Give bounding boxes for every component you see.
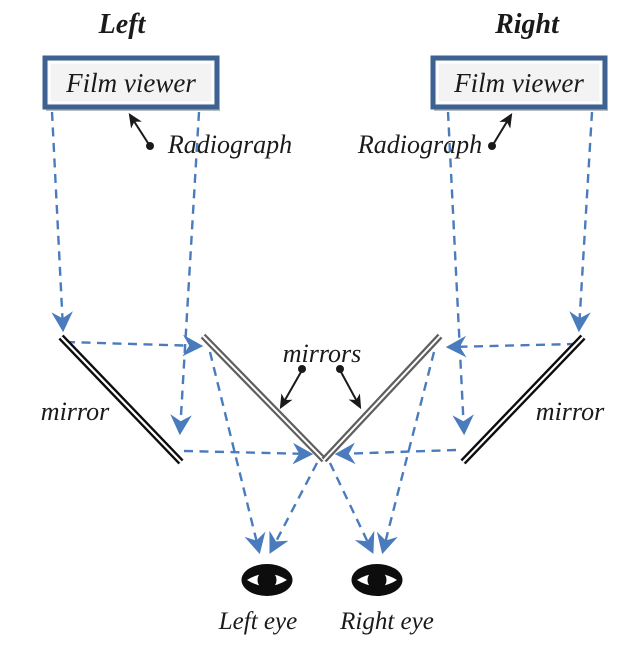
ray-to-left-eye-a xyxy=(208,351,266,555)
right-eye-icon xyxy=(351,564,403,596)
mirrors-annotation-center: mirrors xyxy=(279,339,362,410)
eye-pupil xyxy=(367,570,387,590)
radiograph-annotation-left: Radiograph xyxy=(128,112,292,159)
ray-right-horizontal-bottom xyxy=(334,442,457,465)
ray-to-left-eye-b xyxy=(269,462,319,554)
ray-left-viewer-mirror-bottom xyxy=(170,111,201,436)
radiograph-label-right: Radiograph xyxy=(357,130,482,159)
mirror-label-right: mirror xyxy=(536,397,605,426)
right-eye-label: Right eye xyxy=(339,608,434,635)
annotation-arrow xyxy=(279,371,302,410)
annotation-dot xyxy=(146,142,154,150)
ray-left-horizontal-bottom xyxy=(183,442,314,465)
mirror-core xyxy=(323,335,441,461)
film-viewer-label-right: Film viewer xyxy=(453,68,584,98)
ray-right-horizontal-top xyxy=(445,335,577,358)
outer-mirror-left xyxy=(58,334,184,465)
central-mirror-left xyxy=(200,333,327,463)
film-viewer-label-left: Film viewer xyxy=(65,68,196,98)
radiograph-annotation-right: Radiograph xyxy=(357,112,513,159)
mirrors-label-center: mirrors xyxy=(283,339,362,368)
ray-right-viewer-mirror-bottom xyxy=(446,111,474,436)
ray-to-right-eye-b xyxy=(376,351,436,555)
annotation-arrow xyxy=(340,371,362,410)
central-mirror-right xyxy=(321,333,443,463)
ray-left-horizontal-top xyxy=(65,334,204,357)
left-column-title: Left xyxy=(98,9,147,40)
right-column-title: Right xyxy=(494,9,560,40)
left-eye-icon xyxy=(241,564,293,596)
ray-to-right-eye-a xyxy=(328,462,375,554)
annotation-dot xyxy=(488,142,496,150)
ray-right-viewer-outer-mirror xyxy=(569,111,594,333)
mirror-core xyxy=(60,336,182,463)
mirror-core xyxy=(202,335,325,461)
annotation-dot xyxy=(298,365,306,373)
ray-left-viewer-outer-mirror xyxy=(50,111,73,333)
radiograph-label-left: Radiograph xyxy=(167,130,292,159)
outer-mirror-right xyxy=(460,334,586,465)
annotation-dot xyxy=(336,365,344,373)
light-rays xyxy=(50,111,594,555)
mirror-label-left: mirror xyxy=(41,397,110,426)
left-eye-label: Left eye xyxy=(218,608,297,635)
film-viewer-box-right: Film viewer xyxy=(430,55,608,111)
film-viewer-inner-edge xyxy=(436,61,602,104)
mirror-core xyxy=(462,336,584,463)
film-viewer-inner-edge xyxy=(48,61,214,104)
film-viewer-frame xyxy=(42,55,220,110)
film-viewer-frame xyxy=(430,55,608,110)
eye-pupil xyxy=(257,570,277,590)
annotation-arrow xyxy=(493,112,513,144)
annotation-arrow xyxy=(128,112,149,144)
film-viewer-box-left: Film viewer xyxy=(42,55,220,111)
